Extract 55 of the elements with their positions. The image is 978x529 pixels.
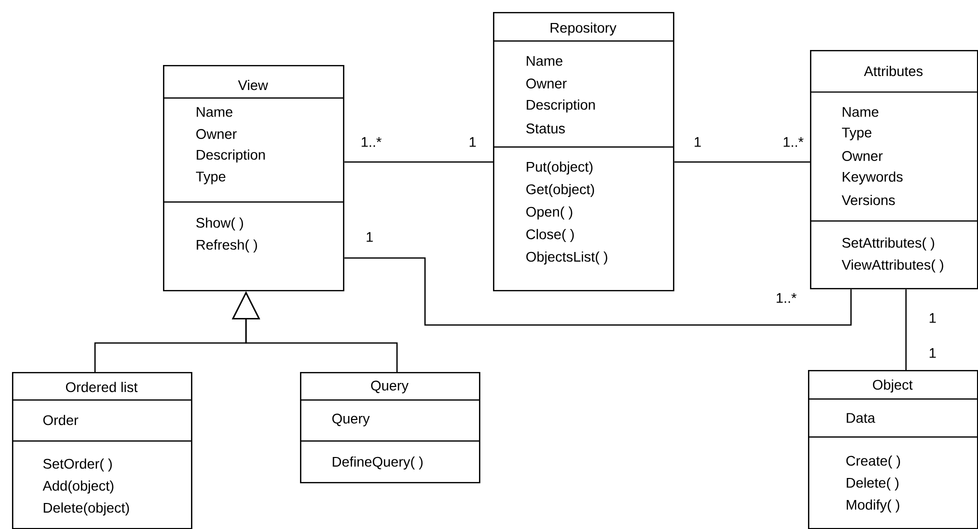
- association-line: [905, 289, 907, 370]
- multiplicity-label: 1: [930, 313, 936, 323]
- operation-text: Modify( ): [846, 499, 900, 512]
- operation-text: SetAttributes( ): [842, 237, 934, 251]
- operation-text: Delete( ): [846, 477, 898, 491]
- attribute-text: Description: [196, 149, 265, 163]
- multiplicity-label: 1..*: [362, 137, 382, 147]
- association-line: [674, 161, 810, 163]
- attribute-text: Name: [526, 56, 562, 66]
- operation-text: Open( ): [526, 206, 572, 220]
- class-box: [300, 372, 480, 484]
- operation-text: Close( ): [526, 228, 574, 242]
- class-name: Query: [371, 380, 409, 394]
- attribute-text: Keywords: [842, 171, 903, 185]
- operation-text: DefineQuery( ): [332, 456, 423, 470]
- class-name: Repository: [550, 22, 616, 36]
- attribute-text: Order: [43, 414, 78, 426]
- attribute-text: Data: [846, 413, 876, 423]
- class-name: Object: [872, 379, 913, 393]
- attribute-text: Owner: [526, 78, 567, 88]
- class-box: [12, 372, 192, 529]
- attribute-text: Type: [196, 172, 226, 184]
- association-line: [344, 161, 493, 163]
- class-name: View: [238, 80, 268, 90]
- attribute-text: Owner: [842, 151, 883, 161]
- operation-text: Refresh( ): [196, 239, 257, 253]
- operation-text: ViewAttributes( ): [842, 259, 944, 273]
- class-name: Ordered list: [66, 382, 138, 392]
- class-box: [808, 370, 978, 529]
- class-name: Attributes: [864, 66, 923, 76]
- multiplicity-label: 1: [366, 232, 373, 242]
- association-line: [344, 257, 852, 326]
- attribute-text: Name: [196, 107, 232, 117]
- attribute-text: Query: [332, 414, 370, 426]
- attribute-text: Name: [842, 107, 878, 117]
- operation-text: Add(object): [42, 480, 114, 494]
- class-box: [493, 12, 674, 292]
- operation-text: Delete(object): [44, 502, 129, 516]
- multiplicity-label: 1: [694, 137, 701, 147]
- attribute-text: Versions: [842, 194, 895, 206]
- operation-text: SetOrder( ): [43, 458, 112, 472]
- operation-text: Show( ): [196, 217, 243, 231]
- operation-text: Create( ): [846, 455, 900, 469]
- multiplicity-label: 1: [470, 137, 476, 147]
- attribute-text: Status: [526, 124, 565, 134]
- attribute-text: Owner: [196, 129, 237, 139]
- multiplicity-label: 1..*: [776, 293, 796, 303]
- operation-text: ObjectsList( ): [526, 251, 608, 265]
- multiplicity-label: 1: [930, 348, 936, 358]
- class-box: [163, 65, 344, 292]
- class-box: [810, 50, 978, 290]
- operation-text: Put(object): [526, 161, 592, 175]
- attribute-text: Description: [526, 99, 595, 113]
- operation-text: Get(object): [526, 184, 594, 198]
- attribute-text: Type: [842, 128, 872, 140]
